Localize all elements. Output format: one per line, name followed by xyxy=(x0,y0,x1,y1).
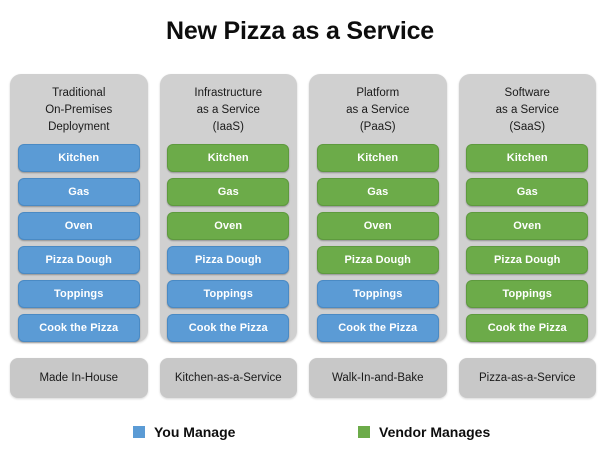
service-row: Gas xyxy=(17,178,140,206)
column-header-line: Software xyxy=(504,87,550,99)
service-row: Toppings xyxy=(167,280,290,308)
service-row: Toppings xyxy=(316,280,439,308)
service-row: Cook the Pizza xyxy=(316,314,439,342)
column-header-line: On-Premises xyxy=(45,104,113,116)
service-row: Kitchen xyxy=(466,144,589,172)
service-row: Cook the Pizza xyxy=(17,314,140,342)
service-row: Cook the Pizza xyxy=(466,314,589,342)
service-row: Gas xyxy=(167,178,290,206)
footer-label: Walk-In-and-Bake xyxy=(309,358,447,398)
service-row: Kitchen xyxy=(17,144,140,172)
service-row: Gas xyxy=(466,178,589,206)
footer-label: Pizza-as-a-Service xyxy=(458,358,596,398)
legend-swatch-icon xyxy=(133,426,145,438)
service-row: Cook the Pizza xyxy=(167,314,290,342)
column-header-line: as a Service xyxy=(196,104,260,116)
legend: You Manage Vendor Manages xyxy=(0,424,600,446)
column-header-line: Traditional xyxy=(52,87,106,99)
column-header-line: as a Service xyxy=(346,104,410,116)
column-header: Platform as a Service (PaaS) xyxy=(312,85,444,144)
column-header-line: as a Service xyxy=(495,104,559,116)
legend-entry: Vendor Manages xyxy=(358,424,490,440)
column-header-line: Infrastructure xyxy=(194,87,263,99)
column-header: Infrastructure as a Service (IaaS) xyxy=(162,85,294,144)
footer-label: Made In-House xyxy=(10,358,148,398)
service-row: Gas xyxy=(316,178,439,206)
service-row: Toppings xyxy=(466,280,589,308)
footer-label-row: Made In-House Kitchen-as-a-Service Walk-In… xyxy=(10,358,596,398)
legend-entry: You Manage xyxy=(133,424,235,440)
service-row: Pizza Dough xyxy=(17,246,140,274)
column-header-line: Platform xyxy=(356,87,400,99)
service-row: Pizza Dough xyxy=(316,246,439,274)
column-header: Software as a Service (SaaS) xyxy=(461,85,593,144)
service-row: Oven xyxy=(17,212,140,240)
service-row: Kitchen xyxy=(316,144,439,172)
column-header-line: (PaaS) xyxy=(359,121,396,133)
column-header-line: Deployment xyxy=(48,121,110,133)
service-row: Oven xyxy=(167,212,290,240)
service-row: Pizza Dough xyxy=(167,246,290,274)
legend-swatch-icon xyxy=(358,426,370,438)
column-header-line: (SaaS) xyxy=(509,121,546,133)
footer-label: Kitchen-as-a-Service xyxy=(159,358,297,398)
service-row: Kitchen xyxy=(167,144,290,172)
legend-label: You Manage xyxy=(154,424,236,440)
service-row: Pizza Dough xyxy=(466,246,589,274)
legend-label: Vendor Manages xyxy=(379,424,491,440)
service-row: Toppings xyxy=(17,280,140,308)
page-title: New Pizza as a Service xyxy=(166,17,434,45)
service-row: Oven xyxy=(316,212,439,240)
column-header-line: (IaaS) xyxy=(212,121,244,133)
service-row: Oven xyxy=(466,212,589,240)
